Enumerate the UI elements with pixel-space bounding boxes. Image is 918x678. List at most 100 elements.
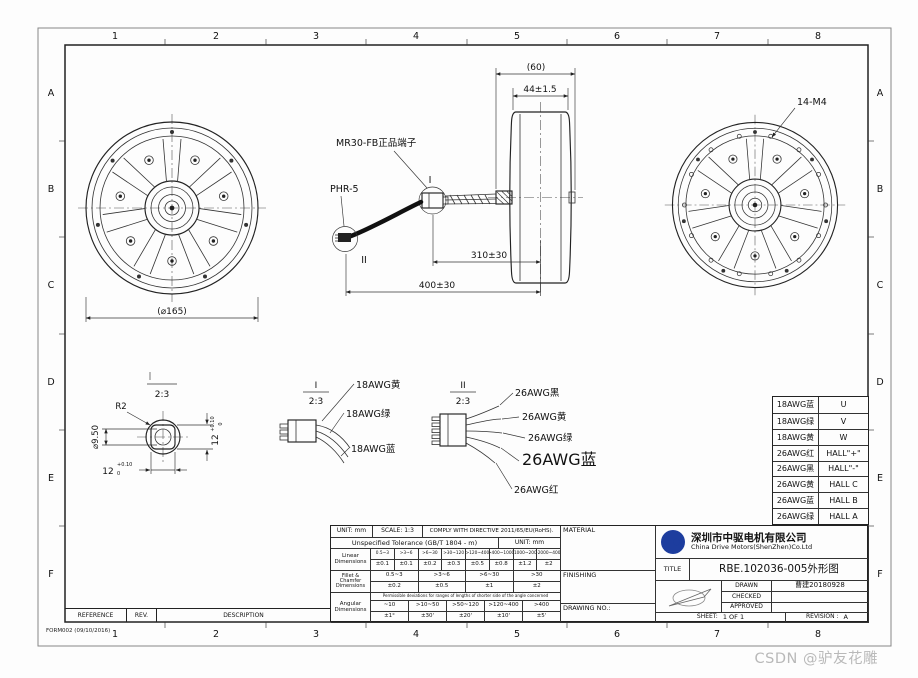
- cable-curve: [348, 199, 424, 239]
- linear-range: >30~120: [442, 549, 466, 560]
- grid-row-label: C: [877, 280, 884, 291]
- linear-range: >2000~4000: [537, 549, 561, 560]
- fillet-tol: ±0.2: [371, 582, 419, 593]
- bolt-pattern-label: 14-M4: [797, 97, 827, 108]
- grid-col-label: 6: [614, 31, 620, 42]
- checked-label: CHECKED: [722, 592, 772, 603]
- checked-value: [772, 592, 869, 603]
- wire-signal: HALL"+": [818, 444, 868, 461]
- reference-row: REFERENCE REV. DESCRIPTION: [65, 608, 330, 622]
- tolerance-header: Unspecified Tolerance (GB/T 1804 - m): [331, 538, 499, 549]
- grid-col-label: 2: [213, 31, 219, 42]
- scale-label: SCALE: 1:3: [373, 526, 423, 538]
- wire-name: 18AWG绿: [773, 412, 818, 429]
- grid-row-label: F: [877, 569, 882, 580]
- fillet-tol: ±2: [513, 582, 561, 593]
- side-view-dimensions: (60) 44±1.5: [495, 63, 576, 190]
- detail-1-callout-circle: [418, 186, 447, 215]
- linear-tol: ±0.1: [394, 560, 419, 571]
- wire-name: 26AWG黑: [773, 460, 818, 477]
- mr30-label: MR30-FB正品端子: [336, 137, 417, 149]
- linear-range: 0.5~3: [371, 549, 395, 560]
- angular-range: >400: [523, 601, 561, 612]
- wire-name: 18AWG黄: [773, 428, 818, 445]
- wire-label: 18AWG黄: [356, 379, 400, 391]
- wire-bundle: [444, 193, 497, 205]
- wire-signal: HALL C: [818, 476, 868, 493]
- fillet-range: >3~6: [418, 571, 466, 582]
- grid-row-label: B: [877, 184, 884, 195]
- side-wheel-view: (60) 44±1.5: [488, 63, 583, 293]
- company-name-en: China Drive Motors(ShenZhen)Co.Ltd: [691, 543, 813, 552]
- fillet-range: >6~30: [466, 571, 514, 582]
- sheet-label: SHEET:: [696, 613, 718, 621]
- grid-col-label: 3: [313, 31, 319, 42]
- approved-value: [772, 603, 869, 613]
- marker-1: I: [429, 175, 432, 186]
- grid-col-label: 8: [815, 629, 821, 640]
- angular-range: ~10: [371, 601, 409, 612]
- front-wheel-view: (⌀165): [77, 113, 267, 322]
- grid-col-label: 7: [714, 629, 720, 640]
- angular-range: >10~50: [409, 601, 447, 612]
- linear-range: >120~400: [466, 549, 490, 560]
- angular-tol: ±20': [447, 612, 485, 623]
- tol-plus-v: +0.10: [210, 416, 216, 431]
- grid-col-label: 1: [112, 31, 118, 42]
- dim-across-flats-v: 12: [211, 434, 221, 445]
- angular-label: Angular Dimensions: [331, 593, 371, 623]
- wire-name: 26AWG绿: [773, 508, 818, 524]
- dim-hole-diameter: ⌀9.50: [91, 425, 101, 449]
- wire-label: 26AWG黑: [515, 388, 560, 399]
- grid-col-label: 5: [514, 31, 520, 42]
- form-number: FORM002 (09/10/2016): [46, 628, 111, 634]
- drawn-value: 曹建20180928: [772, 581, 869, 592]
- wire-label: 18AWG蓝: [351, 443, 396, 455]
- detail-1-marker: I: [315, 381, 318, 391]
- detail-2-scale: 2:3: [456, 397, 470, 407]
- linear-range: >6~30: [418, 549, 443, 560]
- grid-row-label: C: [48, 280, 55, 291]
- grid-col-label: 6: [614, 629, 620, 640]
- dim-400: 400±30: [419, 281, 455, 291]
- wire-signal: W: [818, 428, 868, 445]
- grid-col-label: 4: [413, 629, 419, 640]
- tol-plus-h: +0.10: [117, 462, 132, 468]
- revision-cell: REVISION : A: [786, 613, 869, 623]
- material-cell: MATERIAL: [561, 526, 656, 571]
- phr5-label: PHR-5: [330, 184, 359, 195]
- grid-row-label: D: [876, 377, 883, 388]
- title-value: RBE.102036-005外形图: [690, 559, 869, 581]
- front-wheel-dimension: (⌀165): [85, 297, 259, 322]
- wire-label: 26AWG红: [514, 484, 559, 496]
- phr5-connector: [338, 233, 351, 242]
- linear-dimensions-label: Linear Dimensions: [331, 549, 371, 571]
- mr30-connector: [421, 192, 444, 209]
- grid-row-label: D: [47, 377, 54, 388]
- company-name-cn: 深圳市中驱电机有限公司: [691, 532, 807, 545]
- wire-label: 18AWG绿: [346, 408, 391, 420]
- detail-2-callout-circle: [332, 226, 358, 252]
- linear-tol: ±2: [537, 560, 561, 571]
- connector-detail-1: I 2:3 18AWG黄 18AWG绿 18AWG蓝: [279, 379, 400, 464]
- axle-detail-dimensions: ⌀9.50 R2 12 +0.10 0 12 +0.10 0: [91, 402, 224, 477]
- wire-name: 18AWG蓝: [776, 400, 815, 410]
- wire-label: 26AWG黄: [522, 411, 566, 423]
- linear-tol: ±0.1: [371, 560, 395, 571]
- grid-row-label: B: [48, 184, 55, 195]
- wire-signal-table: 18AWG蓝 U 18AWG绿 V 18AWG黄 W 26AWG红 HALL"+…: [772, 396, 869, 525]
- wire-signal: HALL B: [818, 492, 868, 509]
- grid-col-label: 1: [112, 629, 118, 640]
- watermark: CSDN @驴友花雕: [754, 651, 878, 667]
- revision-label: REVISION :: [805, 613, 839, 621]
- grid-labels: 1 2 3 4 5 6 7 8 1 2 3 4 5 6 7 8 A B C D …: [47, 31, 883, 640]
- axle-hatching: [495, 191, 513, 205]
- grid-col-label: 7: [714, 31, 720, 42]
- wire-label: 26AWG蓝: [522, 450, 597, 469]
- dim-fillet: R2: [115, 402, 126, 412]
- wire-signal: V: [818, 412, 868, 429]
- angular-tol: ±1°: [371, 612, 409, 623]
- wire-name: 26AWG红: [773, 444, 818, 461]
